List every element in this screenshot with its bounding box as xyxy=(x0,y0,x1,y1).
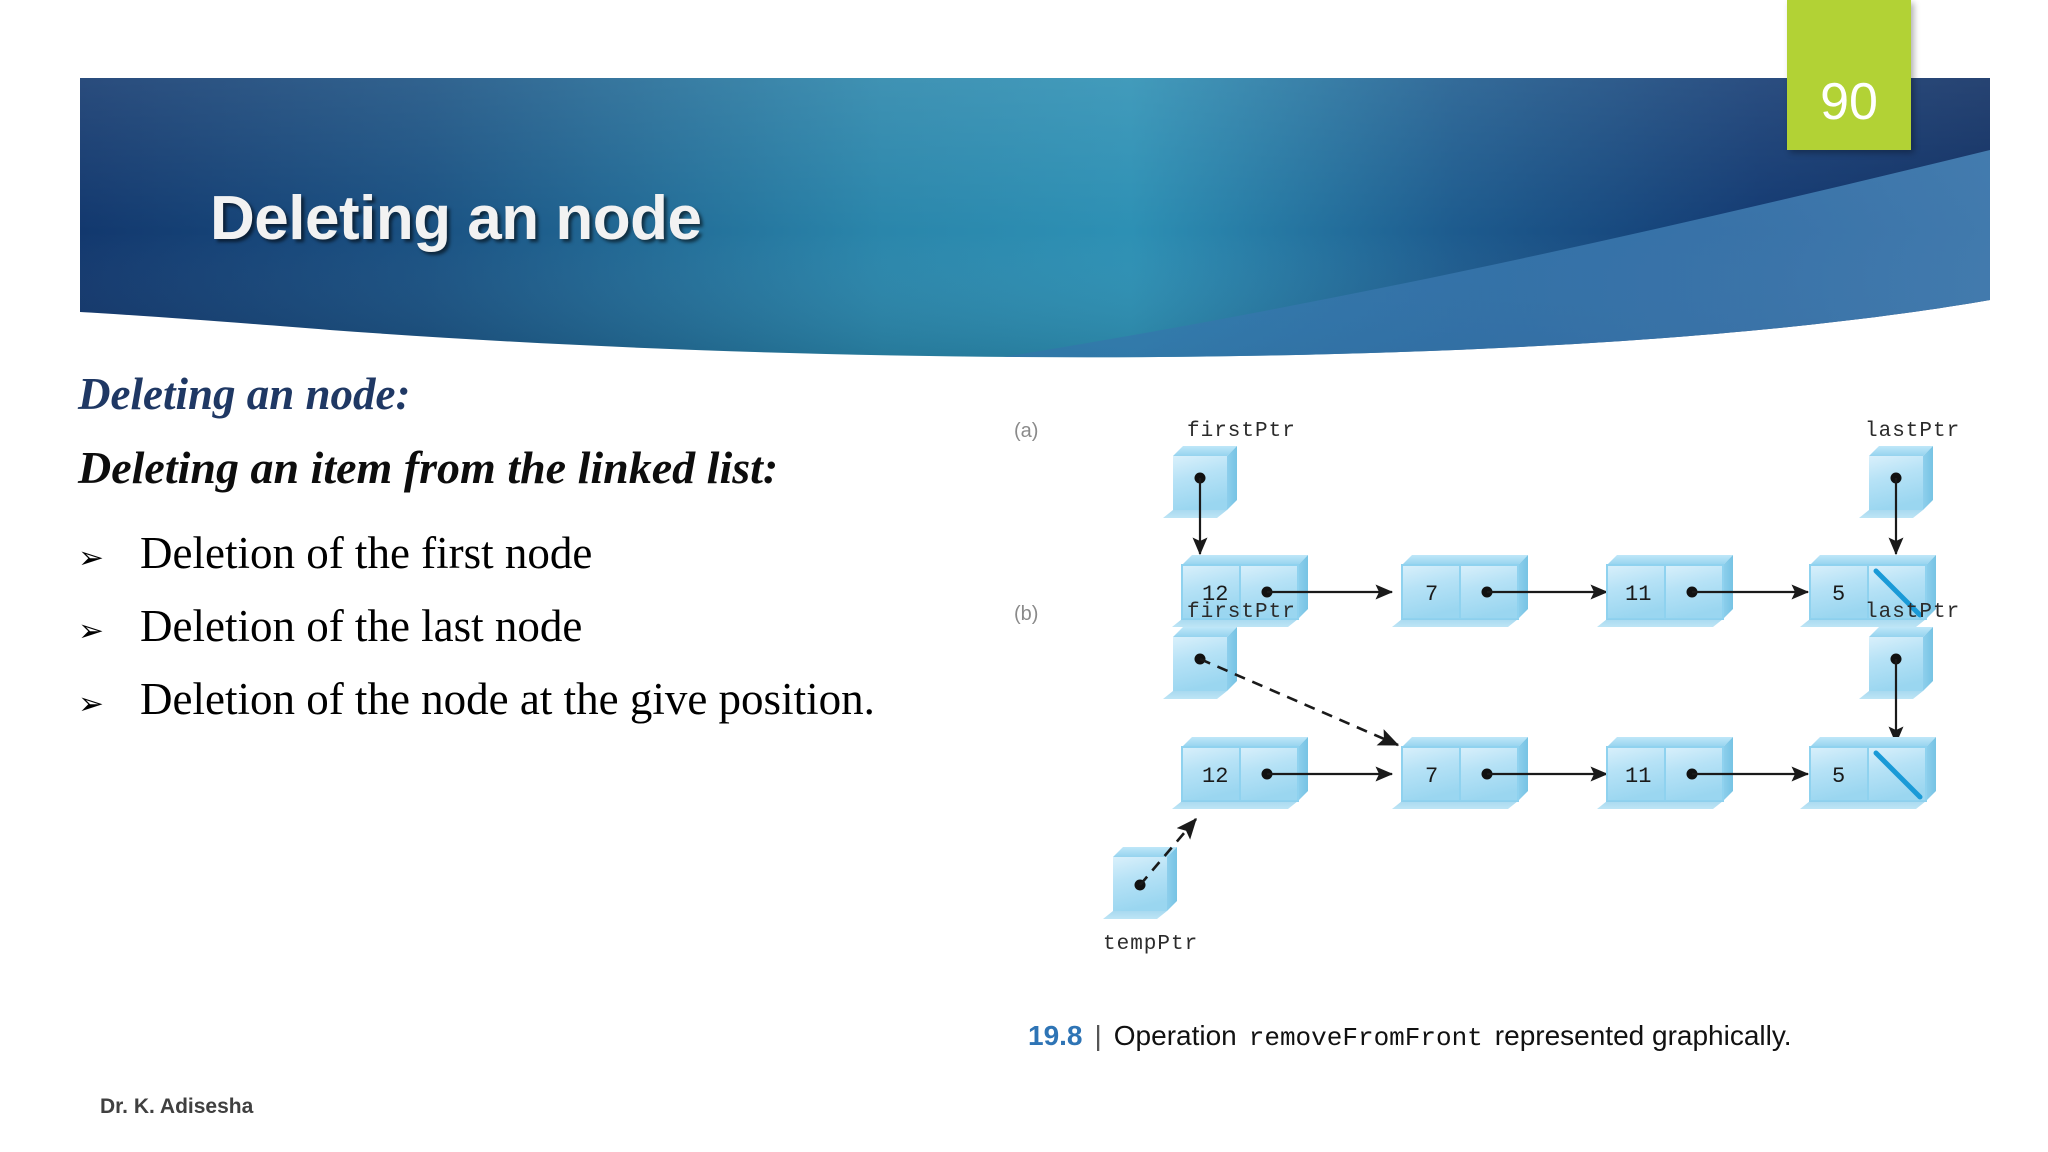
last-ptr-box-b xyxy=(1859,627,1933,699)
arrow-bullet-icon: ➢ xyxy=(78,686,104,723)
null-slash-icon xyxy=(1873,750,1923,800)
linked-list-figure: .mono-lbl { font-family: "Liberation Mon… xyxy=(1010,415,2040,1055)
list-item: ➢ Deletion of the last node xyxy=(78,600,1178,653)
figure-caption-code: removeFromFront xyxy=(1248,1023,1483,1053)
node-value: 7 xyxy=(1425,582,1438,607)
figure-caption-post: represented graphically. xyxy=(1494,1020,1792,1051)
first-ptr-arrow-b xyxy=(1199,657,1400,747)
node-value: 5 xyxy=(1832,582,1845,607)
figure-caption-pre: Operation xyxy=(1113,1020,1237,1051)
node-b-12: 12 xyxy=(1172,737,1308,809)
figure-caption-separator: | xyxy=(1094,1020,1102,1051)
node-a-5: 5 xyxy=(1800,555,1936,627)
null-slash-icon xyxy=(1873,568,1923,618)
slide-number-badge: 90 xyxy=(1787,0,1911,150)
list-item-label: Deletion of the node at the give positio… xyxy=(140,674,875,725)
node-value: 11 xyxy=(1625,582,1651,607)
page-title: Deleting an node xyxy=(210,184,702,253)
node-b-5: 5 xyxy=(1800,737,1936,809)
first-ptr-label-b: firstPtr xyxy=(1187,601,1296,624)
panel-a-label: (a) xyxy=(1014,420,1038,442)
node-a-11: 11 xyxy=(1597,555,1733,627)
list-item-label: Deletion of the last node xyxy=(140,601,583,652)
node-a-7: 7 xyxy=(1392,555,1528,627)
arrow-bullet-icon: ➢ xyxy=(78,540,104,576)
node-value: 12 xyxy=(1202,764,1228,789)
first-ptr-label-a: firstPtr xyxy=(1187,420,1296,443)
body-heading-secondary: Deleting an item from the linked list: xyxy=(78,442,779,493)
list-item: ➢ Deletion of the first node xyxy=(78,527,1178,580)
node-value: 12 xyxy=(1202,582,1228,607)
last-ptr-label-a: lastPtr xyxy=(1865,420,1960,443)
list-item: ➢ Deletion of the node at the give posit… xyxy=(78,673,1178,726)
node-value: 7 xyxy=(1425,764,1438,789)
temp-ptr-arrow xyxy=(1139,818,1197,886)
list-item-label: Deletion of the first node xyxy=(140,528,593,578)
node-b-11: 11 xyxy=(1597,737,1733,809)
footer-author: Dr. K. Adisesha xyxy=(100,1095,254,1118)
last-ptr-label-b: lastPtr xyxy=(1865,601,1960,624)
figure-number: 19.8 xyxy=(1028,1020,1083,1051)
node-value: 5 xyxy=(1832,764,1845,789)
temp-ptr-label: tempPtr xyxy=(1103,933,1198,956)
body-content: Deleting an node: Deleting an item from … xyxy=(78,372,1178,746)
figure-caption: 19.8 | Operation removeFromFront represe… xyxy=(1028,1020,1792,1053)
body-heading-primary: Deleting an node: xyxy=(78,369,411,419)
panel-b-label: (b) xyxy=(1014,603,1038,625)
node-value: 11 xyxy=(1625,764,1651,789)
arrow-bullet-icon: ➢ xyxy=(78,613,104,650)
